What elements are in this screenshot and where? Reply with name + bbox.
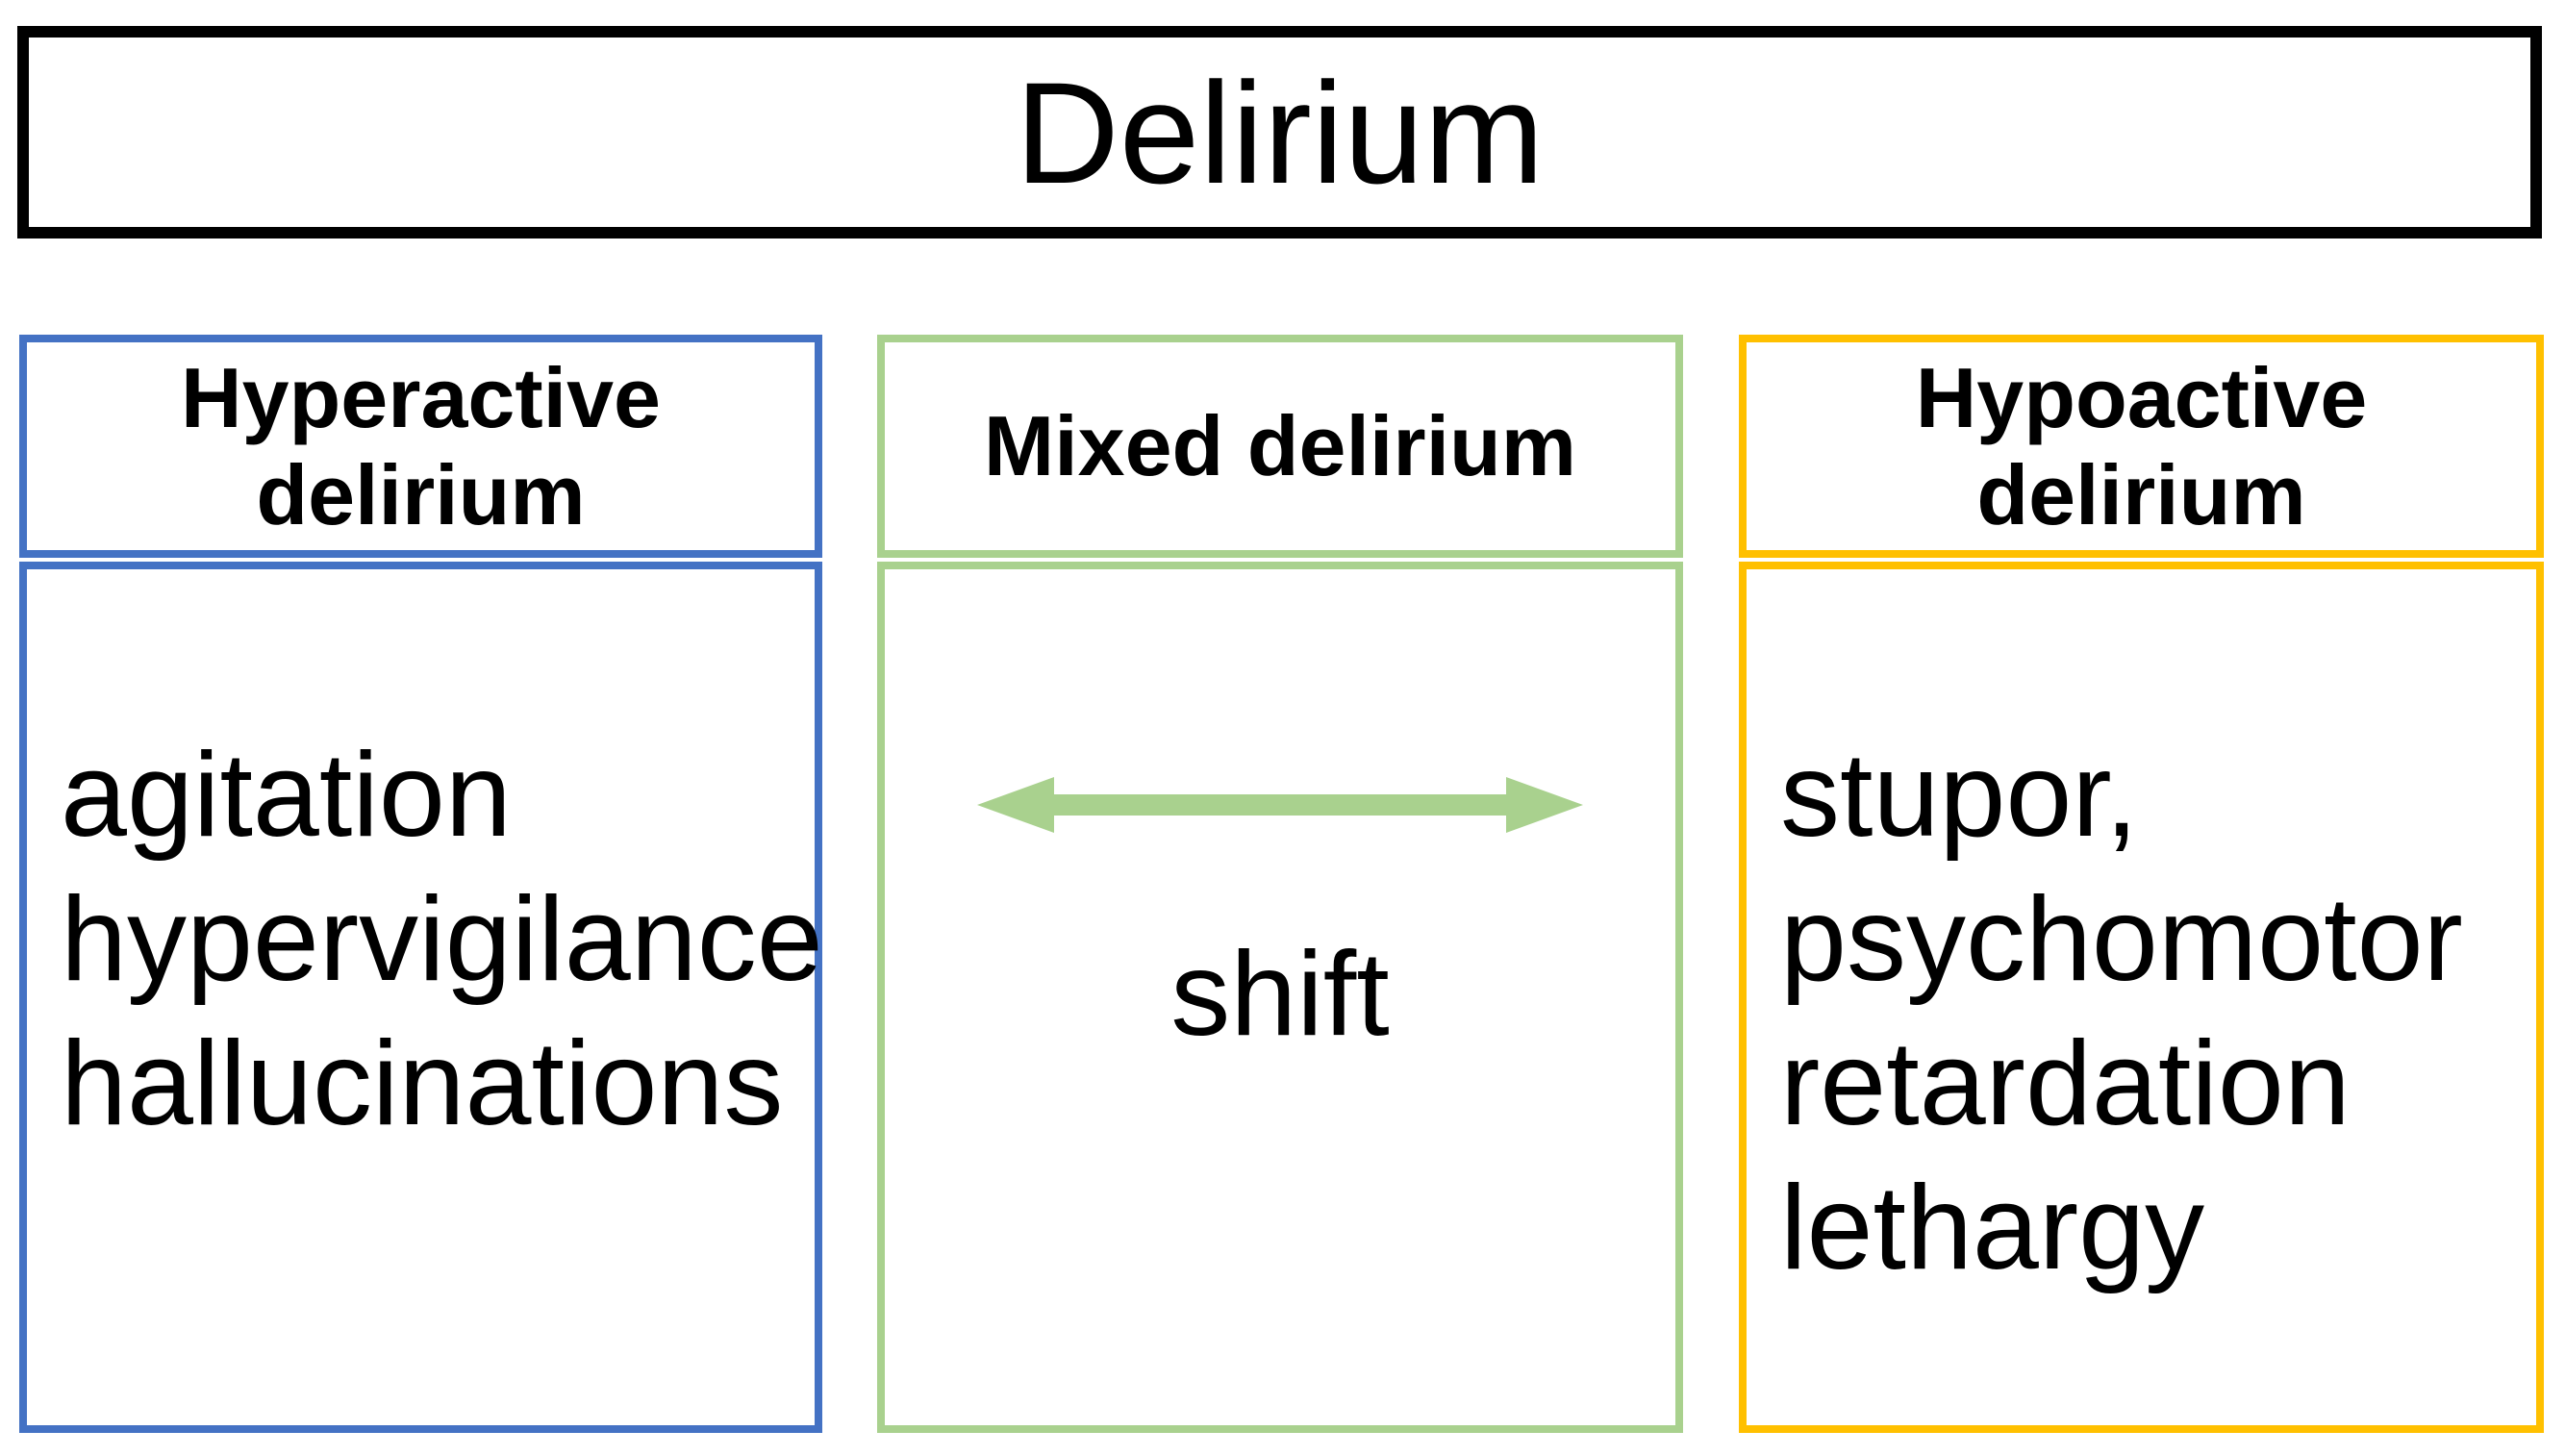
hypoactive-delirium-column: Hypoactive delirium stupor, psychomotor … [1739,335,2544,1433]
hypoactive-header-box: Hypoactive delirium [1739,335,2544,558]
hyperactive-delirium-column: Hyperactive delirium agitation hypervigi… [19,335,823,1433]
symptom-line: retardation [1780,1017,2351,1150]
symptom-line: agitation [61,729,512,862]
hypoactive-symptom-list: stupor, psychomotor retardation lethargy [1747,569,2536,1300]
hyperactive-header-label: Hyperactive delirium [181,349,661,542]
mixed-header-label: Mixed delirium [983,398,1577,494]
symptom-line: psychomotor [1780,873,2463,1006]
hyperactive-symptom-list: agitation hypervigilance hallucinations [27,569,823,1156]
mixed-body-box: shift [877,562,1683,1433]
title-box: Delirium [17,26,2542,238]
double-headed-arrow-icon [977,777,1583,833]
hyperactive-body-box: agitation hypervigilance hallucinations [19,562,823,1433]
double-headed-arrow-shape [977,777,1583,833]
symptom-line: stupor, [1780,729,2139,862]
hyperactive-header-box: Hyperactive delirium [19,335,822,558]
mixed-delirium-column: Mixed delirium shift [877,335,1683,1433]
shift-label: shift [1170,928,1390,1061]
hypoactive-header-label: Hypoactive delirium [1915,349,2368,542]
hypoactive-body-box: stupor, psychomotor retardation lethargy [1739,562,2544,1433]
symptom-line: hypervigilance [61,873,823,1006]
symptom-line: hallucinations [61,1017,784,1150]
page-title: Delirium [1015,51,1545,213]
symptom-line: lethargy [1780,1162,2205,1294]
mixed-header-box: Mixed delirium [877,335,1683,558]
